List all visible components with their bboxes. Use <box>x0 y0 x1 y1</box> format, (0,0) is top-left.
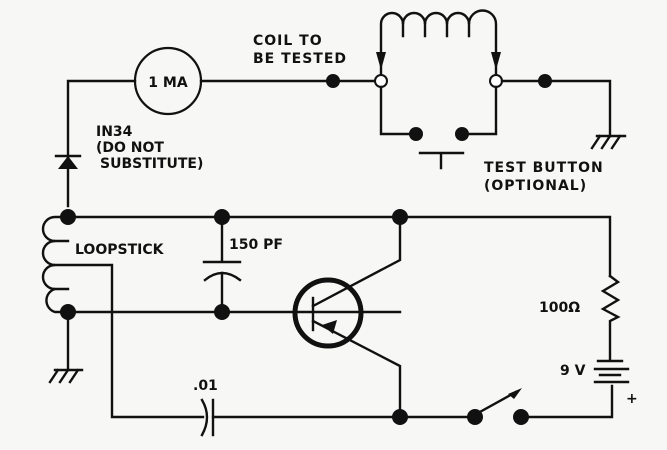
clip-arrow-right-icon <box>491 52 501 70</box>
transistor-envelope <box>292 277 364 349</box>
inductor-coil <box>379 9 498 83</box>
cap-plate-top <box>202 215 242 264</box>
meter-label: 1 MA <box>148 75 188 91</box>
diode-label-line2: (DO NOT <box>96 140 164 156</box>
loopstick-winding <box>41 215 402 314</box>
cap01-plate-curved <box>200 398 209 437</box>
top-rail <box>66 215 612 278</box>
emitter-arrow-icon <box>322 320 337 334</box>
test-button <box>379 85 498 170</box>
terminal-dot <box>326 74 340 88</box>
test-button-label-line1: TEST BUTTON <box>484 160 604 176</box>
coil-label-line2: BE TESTED <box>253 51 347 67</box>
wire-switch-to-battery <box>519 384 614 419</box>
junction-dot <box>392 409 408 425</box>
coil-tick-marks <box>401 22 471 38</box>
ground-icon-left <box>48 368 84 384</box>
button-contact-left <box>409 127 423 141</box>
transistor-collector <box>311 215 402 308</box>
diode-icon <box>58 156 78 169</box>
coil-label-line1: COIL TO <box>253 33 323 49</box>
transistor-emitter <box>311 319 402 419</box>
button-contact-right <box>455 127 469 141</box>
switch-lever-tip <box>508 388 522 399</box>
battery-polarity: + <box>626 391 638 407</box>
coil-under-test <box>374 9 503 88</box>
loopstick-label: LOOPSTICK <box>75 242 165 258</box>
terminal-dot-right <box>538 74 552 88</box>
resistor-label: 100Ω <box>539 300 580 316</box>
capacitor-01-label: .01 <box>193 378 218 394</box>
ground-icon-right <box>590 134 627 150</box>
capacitor-150pf <box>202 215 242 320</box>
diode-in34 <box>54 154 82 169</box>
loopstick-taps <box>53 239 70 291</box>
test-button-label-line2: (OPTIONAL) <box>484 178 587 194</box>
diode-label-line1: IN34 <box>96 124 133 140</box>
capacitor-01 <box>200 398 477 437</box>
wire-test-button <box>379 85 498 136</box>
junction-dot <box>214 304 230 320</box>
battery-9v <box>593 359 630 384</box>
test-terminal-left <box>374 74 388 88</box>
switch-lever <box>476 390 518 415</box>
loopstick-tap-wire <box>53 263 205 419</box>
meter-branch: 1 MA <box>66 46 383 208</box>
push-button-icon <box>418 151 465 170</box>
power-switch <box>467 384 614 425</box>
diode-label-line3: SUBSTITUTE) <box>100 156 203 172</box>
capacitor-150pf-label: 150 PF <box>229 237 283 253</box>
test-terminal-right <box>489 74 503 88</box>
loopstick-coil <box>41 215 402 419</box>
wire-to-ground-right <box>500 79 612 138</box>
resistor-100-ohm <box>600 274 621 362</box>
clip-arrow-left-icon <box>376 52 386 70</box>
transistor-pnp <box>292 215 402 419</box>
battery-label: 9 V <box>560 363 586 379</box>
